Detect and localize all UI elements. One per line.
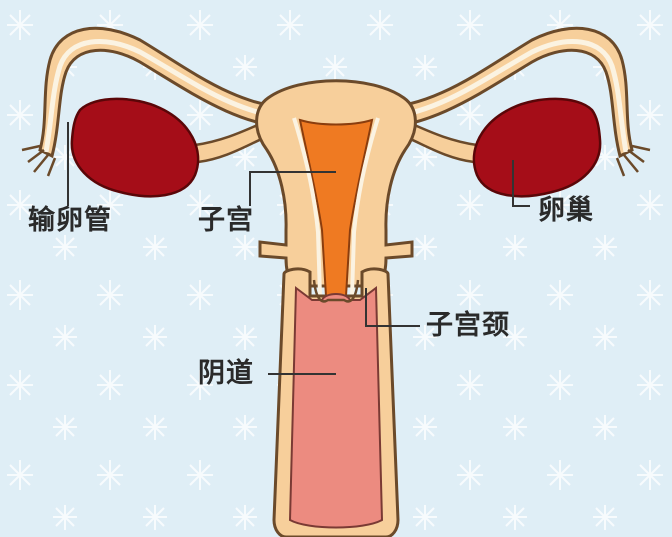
label-uterus: 子宫 bbox=[198, 205, 254, 237]
label-fallopian-tube: 输卵管 bbox=[28, 205, 112, 237]
vaginal-canal bbox=[290, 288, 382, 528]
label-vagina: 阴道 bbox=[198, 358, 254, 390]
label-cervix: 子宫颈 bbox=[426, 310, 510, 342]
label-ovary: 卵巢 bbox=[538, 195, 594, 227]
